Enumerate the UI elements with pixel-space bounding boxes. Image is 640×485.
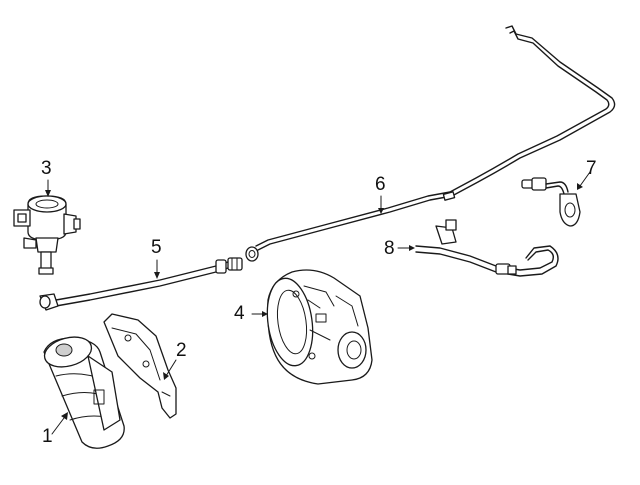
leader-1 bbox=[51, 417, 65, 435]
arrow-8 bbox=[409, 245, 415, 251]
part-6-hose[interactable] bbox=[245, 25, 616, 262]
part-4-pump[interactable] bbox=[262, 269, 373, 385]
part-8-pipe[interactable] bbox=[415, 219, 559, 277]
callout-4: 4 bbox=[234, 303, 245, 324]
callout-7: 7 bbox=[586, 158, 597, 179]
leader-7 bbox=[579, 171, 591, 187]
arrow-6 bbox=[378, 208, 384, 214]
part-1-canister[interactable] bbox=[41, 332, 125, 449]
arrow-7 bbox=[577, 183, 583, 190]
callout-8: 8 bbox=[384, 238, 395, 259]
arrow-4 bbox=[262, 311, 268, 317]
callout-2: 2 bbox=[176, 340, 187, 361]
callout-1: 1 bbox=[42, 426, 53, 447]
part-2-bracket[interactable] bbox=[103, 313, 177, 419]
callout-5: 5 bbox=[151, 237, 162, 258]
arrow-5 bbox=[154, 272, 160, 279]
part-3-valve[interactable] bbox=[13, 195, 81, 275]
leader-2 bbox=[165, 359, 177, 377]
arrow-2 bbox=[163, 372, 169, 380]
arrow-3 bbox=[45, 190, 51, 197]
arrow-1 bbox=[61, 412, 68, 420]
part-5-hose[interactable] bbox=[39, 257, 243, 311]
callout-6: 6 bbox=[375, 174, 386, 195]
part-7-sensor[interactable] bbox=[521, 177, 581, 227]
callout-3: 3 bbox=[41, 158, 52, 179]
